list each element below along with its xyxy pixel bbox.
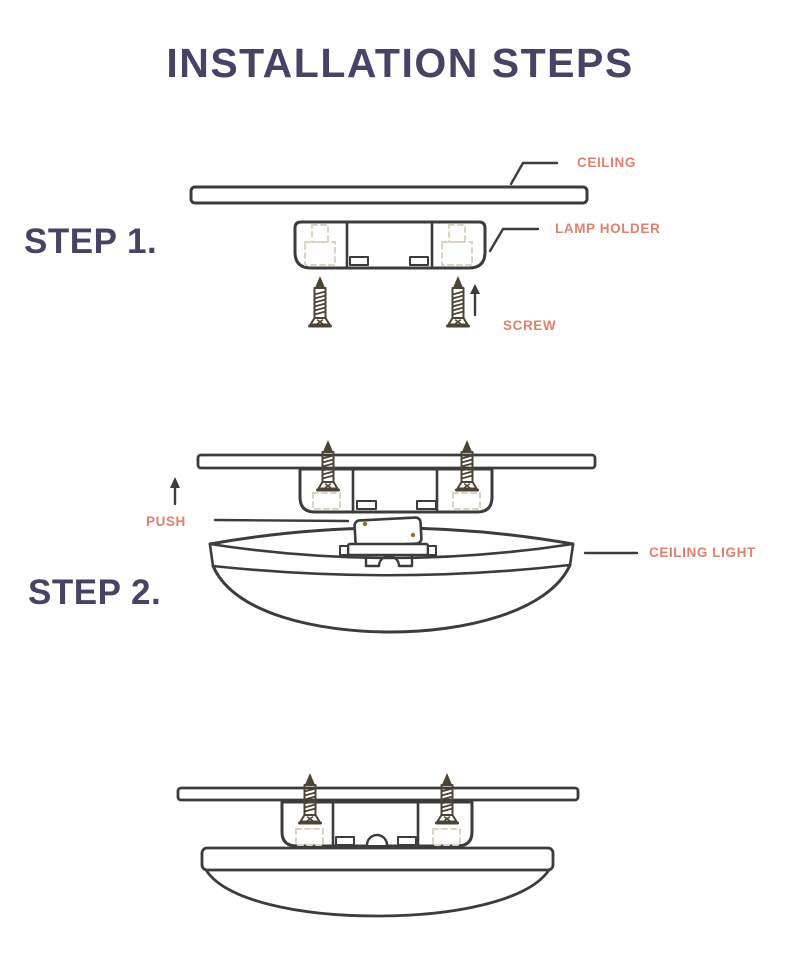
push-label: PUSH [146,514,186,529]
lamp-holder-label: LAMP HOLDER [555,221,661,236]
screw-hole-hint [452,492,481,510]
screw-icon [308,274,332,328]
push-leader-line [213,518,350,523]
step1-label: STEP 1. [24,222,158,261]
step2-diagram [170,438,639,634]
page-title: INSTALLATION STEPS [166,40,634,86]
arrow-up-icon [170,477,180,506]
screw-hole-hint [312,492,341,510]
lamp-holder-bracket [293,220,487,270]
lamp-holder-bracket [280,800,474,848]
screw-hole-hint [441,224,473,266]
ceiling-slab [196,453,597,470]
light-connector [339,516,437,568]
connector-clip-dot [410,532,416,538]
step2-label: STEP 2. [28,573,162,612]
ceiling-light-dome [200,846,555,918]
connector-latch-bump [365,833,389,847]
arrow-up-icon [470,284,480,317]
lamp-holder-bracket [298,467,494,514]
bracket-notch [409,256,429,266]
connector-clip-dot [362,521,368,527]
screw-hole-hint [295,828,324,846]
screw-hole-hint [432,828,461,846]
ceiling-leader-line [509,161,559,186]
bracket-notch [356,500,377,510]
ceiling-slab [176,786,580,802]
ceiling-slab [189,185,589,205]
assembled-diagram [176,771,580,918]
screw-icon [446,274,470,328]
screw-label: SCREW [503,318,557,333]
bracket-notch [335,836,355,846]
ceiling-label: CEILING [577,155,636,170]
bracket-notch [349,256,369,266]
lamp-holder-leader-line [488,227,540,253]
bracket-notch [416,500,437,510]
ceiling-light-dome [208,526,575,634]
screw-hole-hint [304,224,336,266]
bracket-notch [397,836,417,846]
step1-diagram [189,161,589,328]
ceiling-light-label: CEILING LIGHT [649,545,756,560]
